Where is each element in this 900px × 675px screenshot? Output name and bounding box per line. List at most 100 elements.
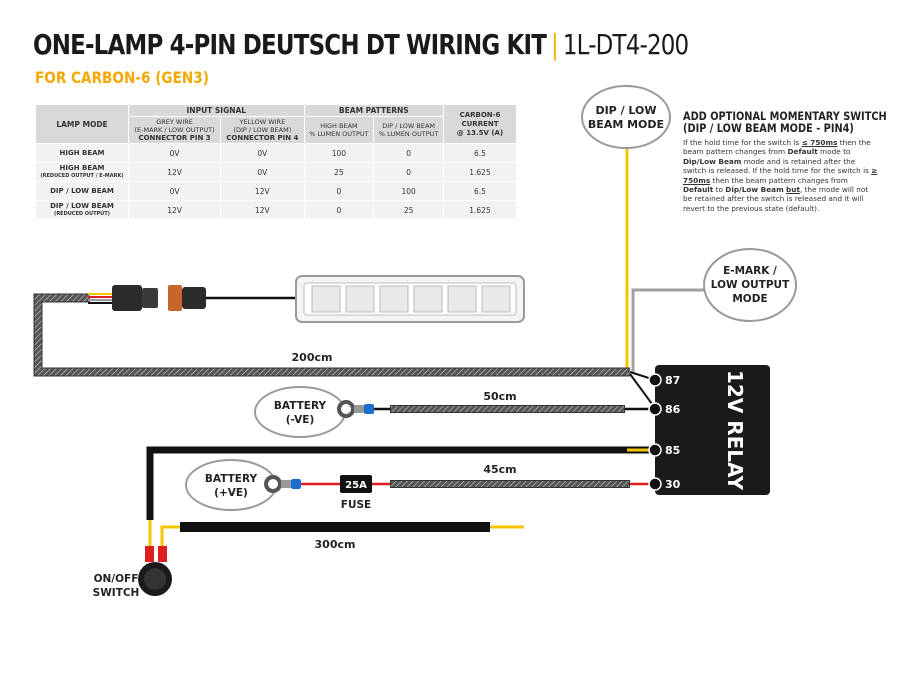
length-label-50cm: 50cm bbox=[483, 390, 516, 403]
note-text: to bbox=[713, 185, 726, 195]
row-mode-label: HIGH BEAM bbox=[59, 149, 105, 157]
pin-30-label: 30 bbox=[665, 478, 681, 491]
bubble-emark-l3: MODE bbox=[732, 293, 767, 305]
row-mode-sub: (REDUCED OUTPUT) bbox=[54, 211, 110, 217]
pin-87-dot bbox=[648, 373, 662, 387]
pin-30-dot bbox=[648, 477, 662, 491]
col-yellow-l1: YELLOW WIRE bbox=[239, 118, 286, 126]
note-bold: Default bbox=[787, 147, 818, 157]
note-bold: Dip/Low Beam bbox=[683, 156, 742, 166]
cell-dip: 25 bbox=[373, 200, 444, 220]
cell-high: 0 bbox=[303, 200, 375, 220]
bubble-battery-neg: BATTERY (-VE) bbox=[254, 386, 346, 438]
length-label-45cm: 45cm bbox=[483, 463, 516, 476]
cell-grey: 0V bbox=[127, 143, 222, 163]
switch-label-l2: SWITCH bbox=[93, 587, 140, 599]
row-mode-label: DIP / LOW BEAM bbox=[50, 202, 114, 210]
length-label-300cm: 300cm bbox=[315, 538, 356, 551]
col-grey-l1: GREY WIRE bbox=[156, 118, 193, 126]
note-text: If the hold time for the switch is bbox=[683, 138, 802, 147]
fuse-label: FUSE bbox=[341, 499, 371, 511]
col-current-l3: @ 13.5V (A) bbox=[456, 128, 504, 137]
batt-pos-l1: BATTERY bbox=[205, 473, 258, 485]
light-bar-icon bbox=[295, 275, 525, 323]
col-lamp-mode: LAMP MODE bbox=[35, 104, 129, 144]
batt-neg-l2: (-VE) bbox=[286, 414, 315, 426]
title-separator: | bbox=[551, 28, 559, 61]
cell-current: 6.5 bbox=[443, 143, 517, 163]
col-yellow-l2: (DIP / LOW BEAM) bbox=[233, 126, 292, 134]
bubble-emark: E-MARK / LOW OUTPUT MODE bbox=[703, 248, 797, 322]
page-title: ONE-LAMP 4-PIN DEUTSCH DT WIRING KIT|1L-… bbox=[33, 28, 689, 61]
pin-85-label: 85 bbox=[665, 444, 680, 457]
note-title: ADD OPTIONAL MOMENTARY SWITCH (DIP / LOW… bbox=[683, 110, 887, 134]
cell-current: 1.625 bbox=[443, 162, 517, 182]
switch-loom-85 bbox=[146, 446, 655, 520]
note-body: If the hold time for the switch is ≤ 750… bbox=[683, 138, 878, 213]
batt-neg-l1: BATTERY bbox=[274, 400, 327, 412]
fuse-icon: 25A bbox=[340, 475, 372, 493]
batt-pos-l2: (+VE) bbox=[214, 487, 248, 499]
on-off-switch-icon bbox=[138, 546, 172, 596]
cell-high: 0 bbox=[303, 181, 375, 201]
relay-label: 12V RELAY bbox=[723, 370, 747, 491]
bubble-emark-l1: E-MARK / bbox=[723, 265, 777, 277]
deutsch-connector-icon bbox=[112, 285, 206, 311]
note-bold: ≥ 750ms bbox=[683, 166, 878, 185]
page-subtitle: FOR CARBON-6 (GEN3) bbox=[35, 68, 209, 87]
col-current-l1: CARBON-6 bbox=[459, 110, 501, 119]
cell-grey: 12V bbox=[127, 200, 222, 220]
note-text: mode to bbox=[817, 147, 851, 157]
note-title-l1: ADD OPTIONAL MOMENTARY SWITCH bbox=[683, 109, 887, 123]
loom-50cm bbox=[391, 406, 624, 412]
note-text: then the beam pattern changes from bbox=[683, 138, 871, 157]
col-grey-l3: CONNECTOR PIN 3 bbox=[138, 134, 211, 142]
wire-to-86 bbox=[629, 373, 656, 409]
title-main: ONE-LAMP 4-PIN DEUTSCH DT WIRING KIT bbox=[33, 28, 547, 61]
note-text: , the mode will not be retained after th… bbox=[683, 185, 869, 213]
cell-current: 1.625 bbox=[443, 200, 517, 220]
row-mode-label: HIGH BEAM bbox=[59, 164, 105, 172]
note-text: then the beam pattern changes from bbox=[710, 175, 848, 185]
note-title-l2: (DIP / LOW BEAM MODE - PIN4) bbox=[683, 121, 854, 135]
col-dip-beam: DIP / LOW BEAM % LUMEN OUTPUT bbox=[373, 116, 444, 144]
fuse-rating: 25A bbox=[345, 480, 367, 491]
col-high-beam: HIGH BEAM % LUMEN OUTPUT bbox=[303, 116, 375, 144]
col-current: CARBON-6 CURRENT @ 13.5V (A) bbox=[443, 104, 517, 144]
note-bold: Dip/Low Beam bbox=[725, 185, 784, 195]
col-dip-l2: % LUMEN OUTPUT bbox=[378, 130, 439, 138]
main-loom-200cm bbox=[34, 294, 630, 376]
row-mode: DIP / LOW BEAM(REDUCED OUTPUT) bbox=[35, 200, 129, 220]
cell-high: 25 bbox=[303, 162, 375, 182]
col-dip-l1: DIP / LOW BEAM bbox=[382, 122, 436, 130]
table-row: DIP / LOW BEAM(REDUCED OUTPUT) 12V 12V 0… bbox=[35, 200, 517, 220]
lamp-mode-table: LAMP MODE INPUT SIGNAL BEAM PATTERNS CAR… bbox=[35, 104, 517, 220]
bubble-dip-l1: DIP / LOW bbox=[595, 104, 656, 117]
product-code: 1L-DT4-200 bbox=[562, 28, 689, 61]
bubble-emark-l2: LOW OUTPUT bbox=[711, 279, 790, 291]
bubble-dip-low-beam: DIP / LOW BEAM MODE bbox=[581, 85, 671, 149]
col-yellow-l3: CONNECTOR PIN 4 bbox=[226, 134, 299, 142]
pin-86-dot bbox=[648, 402, 662, 416]
col-high-l2: % LUMEN OUTPUT bbox=[309, 130, 369, 138]
loom-45cm bbox=[391, 481, 629, 487]
length-label-200cm: 200cm bbox=[292, 351, 333, 364]
note-bold: but bbox=[786, 185, 800, 195]
col-current-l2: CURRENT bbox=[461, 119, 499, 128]
col-high-l1: HIGH BEAM bbox=[320, 122, 358, 130]
table-row: HIGH BEAM 0V 0V 100 0 6.5 bbox=[35, 143, 517, 163]
note-bold: Default bbox=[683, 185, 714, 195]
pin-85-dot bbox=[648, 443, 662, 457]
note-text: mode and is retained after the switch is… bbox=[683, 156, 872, 176]
row-mode-sub: (REDUCED OUTPUT / E-MARK) bbox=[40, 173, 124, 179]
col-yellow-wire: YELLOW WIRE (DIP / LOW BEAM) CONNECTOR P… bbox=[220, 116, 305, 144]
cell-yellow: 12V bbox=[220, 181, 305, 201]
cell-dip: 0 bbox=[373, 143, 444, 163]
row-mode-label: DIP / LOW BEAM bbox=[50, 187, 114, 195]
pin-87-label: 87 bbox=[665, 374, 680, 387]
ring-terminal-neg-icon bbox=[337, 400, 374, 418]
cell-yellow: 12V bbox=[220, 200, 305, 220]
loom-300cm bbox=[180, 522, 490, 532]
switch-label-l1: ON/OFF bbox=[94, 573, 139, 585]
